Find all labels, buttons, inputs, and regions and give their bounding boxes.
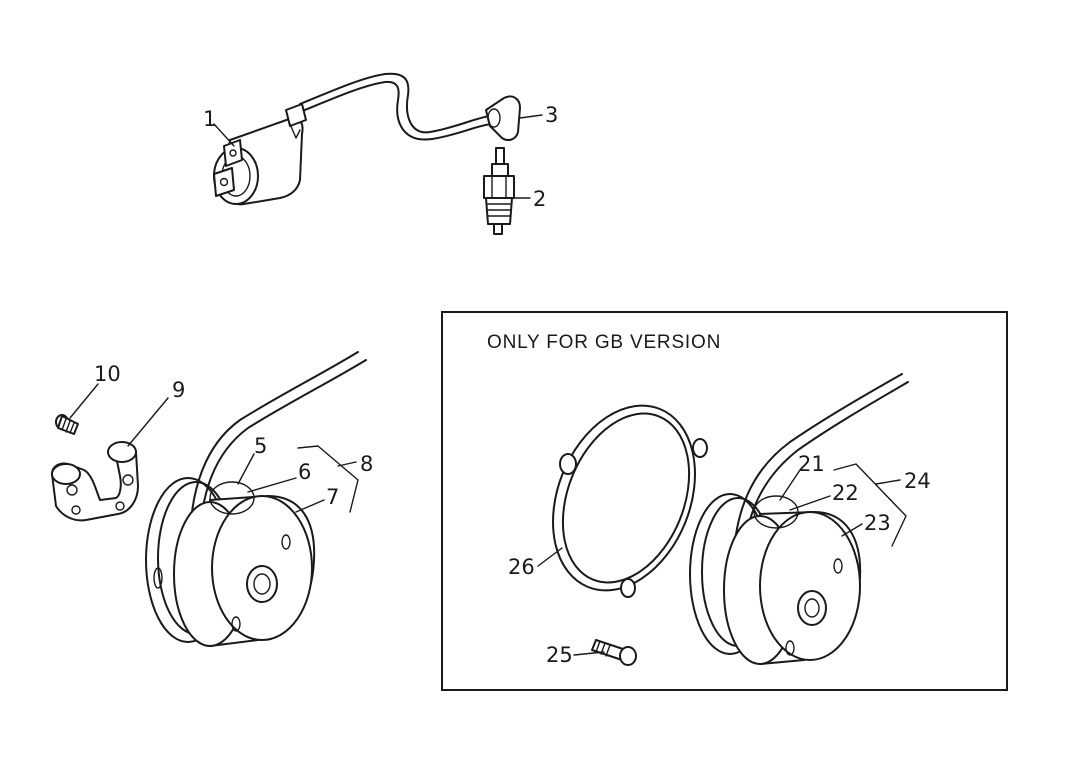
flywheel-left <box>173 481 316 647</box>
callout-21: 21 <box>798 452 825 476</box>
bolt-10 <box>55 414 79 435</box>
callout-23: 23 <box>864 511 891 535</box>
callout-3: 3 <box>545 103 558 127</box>
stator-wire <box>189 351 367 546</box>
callout-6: 6 <box>298 460 311 484</box>
callout-7: 7 <box>326 485 339 509</box>
spark-plug-cap <box>485 95 521 141</box>
callout-2: 2 <box>533 187 546 211</box>
callout-25: 25 <box>546 643 573 667</box>
bracket <box>51 441 139 522</box>
callout-26: 26 <box>508 555 535 579</box>
stator-ring <box>552 404 708 598</box>
callout-1: 1 <box>203 107 216 131</box>
callout-10: 10 <box>94 362 121 386</box>
callout-5: 5 <box>254 434 267 458</box>
callout-22: 22 <box>832 481 859 505</box>
flywheel-right <box>723 495 862 665</box>
callout-8: 8 <box>360 452 373 476</box>
screw-25 <box>591 639 637 666</box>
inset-frame <box>441 311 1008 691</box>
leader-lines <box>69 114 907 656</box>
spark-plug <box>483 147 515 235</box>
ignition-coil <box>213 72 493 206</box>
inset-title: ONLY FOR GB VERSION <box>487 332 721 353</box>
callout-24: 24 <box>904 469 931 493</box>
callout-9: 9 <box>172 378 185 402</box>
